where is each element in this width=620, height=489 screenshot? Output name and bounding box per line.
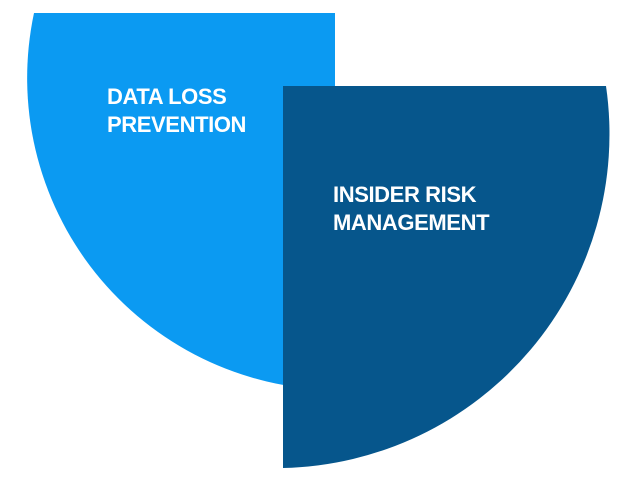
data-loss-prevention-label-line2: PREVENTION (107, 112, 246, 137)
insider-risk-management-label-line1: INSIDER RISK (333, 182, 477, 207)
insider-risk-management-shape (283, 86, 610, 468)
data-loss-prevention-shape (27, 13, 336, 390)
data-loss-prevention-label-line1: DATA LOSS (107, 84, 226, 109)
insider-risk-management-label-line2: MANAGEMENT (333, 210, 490, 235)
